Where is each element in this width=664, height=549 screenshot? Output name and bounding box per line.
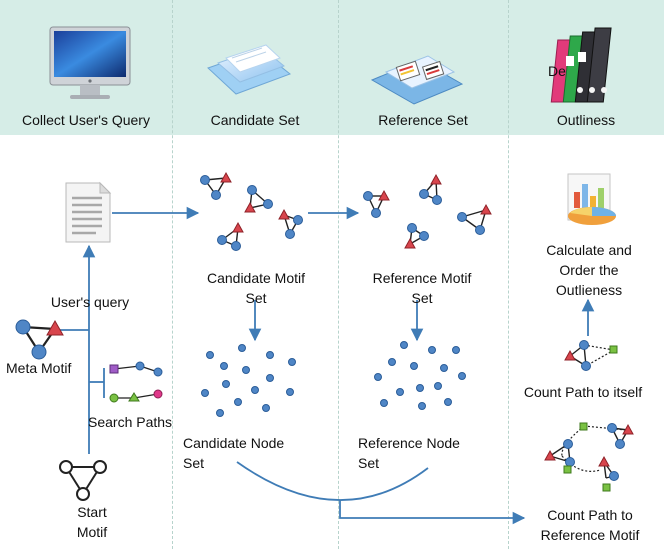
chart-report-icon [567, 173, 616, 225]
papers-icon [207, 44, 292, 95]
label-search-paths: Search Paths [88, 414, 173, 430]
document-icon [65, 181, 112, 243]
label-count-path-itself: Count Path to itself [523, 384, 643, 400]
candidate-node-set [201, 344, 296, 417]
header-reference-set: Reference Set [378, 112, 468, 128]
column-separator [508, 0, 509, 549]
candidate-motif-icon [217, 221, 244, 251]
header-collect-query: Collect User's Query [22, 112, 150, 128]
binder-letters: De [548, 63, 566, 79]
folder-icon [370, 55, 464, 105]
reference-motif-icon [404, 223, 429, 249]
reference-motif-icon [363, 189, 390, 218]
candidate-motif-icon [200, 171, 232, 200]
header-outliness: Outliness [556, 112, 616, 128]
label-candidate-motif-set: Candidate Motif Set [206, 270, 306, 306]
column-separator [338, 0, 339, 549]
label-users-query: User's query [50, 294, 130, 310]
arrow-to-count-reference [339, 500, 526, 525]
curve-node-sets [236, 461, 429, 501]
candidate-motif-icon [278, 208, 303, 239]
header-candidate-set: Candidate Set [210, 112, 300, 128]
label-count-path-reference: Count Path to Reference Motif sets [540, 507, 640, 549]
meta-motif-icon [15, 319, 64, 360]
reference-path-motifs-icon [544, 422, 634, 492]
label-calculate-order: Calculate and Order the Outlieness [546, 242, 632, 298]
label-meta-motif: Meta Motif [6, 360, 72, 376]
label-candidate-node-set: Candidate Node Set [183, 435, 285, 471]
reference-motif-icon [419, 173, 442, 205]
label-start-motif: Start Motif [76, 504, 108, 540]
label-reference-motif-set: Reference Motif Set [372, 270, 472, 306]
start-motif-icon [59, 460, 107, 501]
candidate-motif-icon [244, 185, 273, 213]
reference-node-set [374, 341, 466, 410]
monitor-icon [49, 26, 131, 99]
column-separator [172, 0, 173, 549]
search-path-icon [109, 361, 163, 377]
search-path-icon [109, 389, 163, 403]
self-path-motif-icon [564, 340, 618, 371]
binders-icon: De [548, 27, 612, 103]
header-icons: De [49, 26, 612, 105]
label-reference-node-set: Reference Node Set [358, 435, 460, 471]
reference-motif-icon [457, 203, 492, 235]
